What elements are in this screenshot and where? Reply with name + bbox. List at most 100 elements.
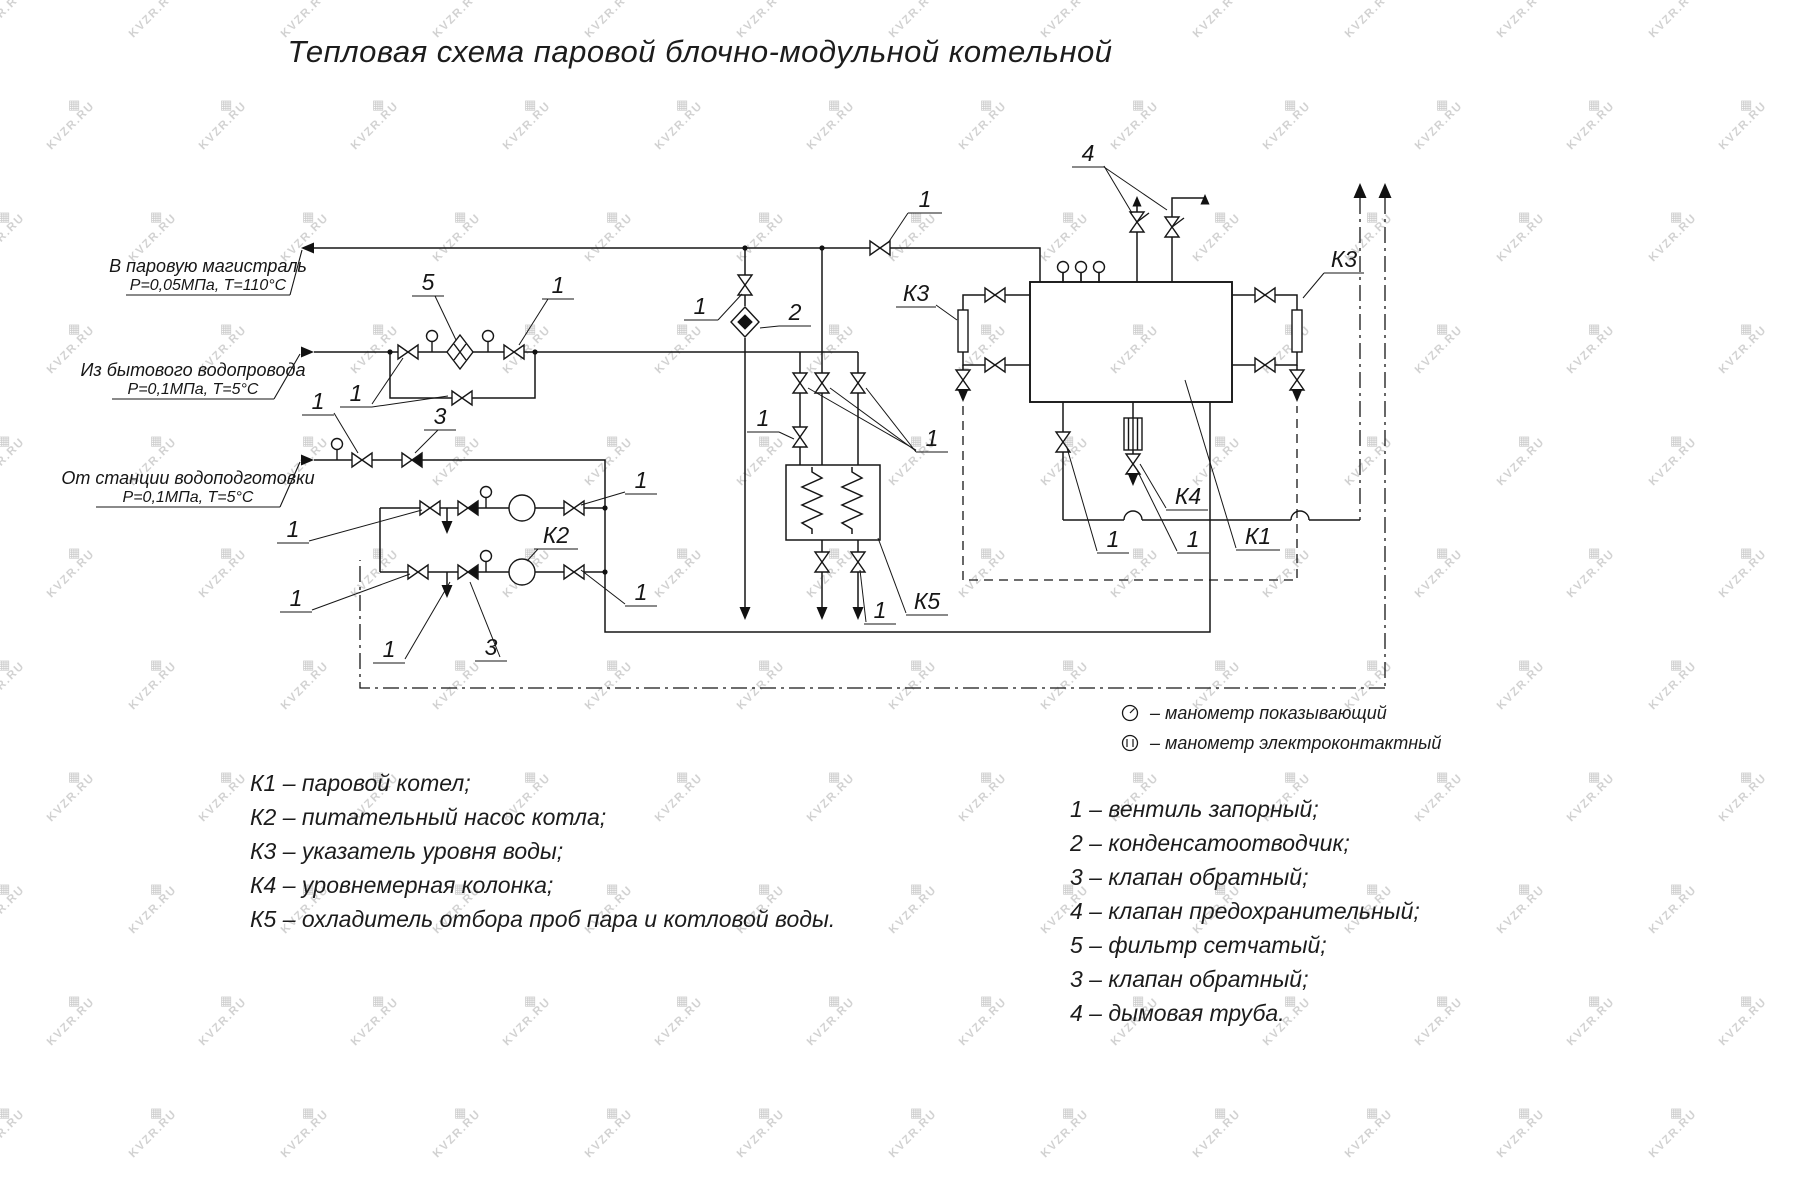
valve-icon <box>419 500 441 516</box>
safety-valve-icon <box>1164 216 1185 238</box>
valve-icon <box>1289 369 1305 391</box>
coil <box>840 467 864 534</box>
gauge-legend-row: – манометр показывающий <box>1120 698 1441 728</box>
valve-icon <box>503 344 525 360</box>
electrocontact-gauge-icon <box>1121 734 1139 752</box>
junction-dot <box>386 348 394 356</box>
callout: 1 <box>277 509 423 544</box>
pump-icon <box>508 558 536 586</box>
callout: К1 <box>1184 379 1280 551</box>
svg-text:1: 1 <box>757 405 770 431</box>
valve-icon <box>563 500 585 516</box>
valve-icon <box>850 551 866 573</box>
pressure-gauge-icon <box>479 549 493 573</box>
drain-arrow-icon <box>738 606 752 621</box>
svg-text:1: 1 <box>1107 526 1120 552</box>
junction-dot <box>601 568 609 576</box>
svg-text:К4: К4 <box>1175 483 1201 509</box>
svg-text:1: 1 <box>552 272 565 298</box>
vent-arrow-icon <box>1131 195 1143 207</box>
valve-icon <box>984 357 1006 373</box>
gauge-legend-text: – манометр показывающий <box>1150 702 1387 723</box>
fittings-legend: 1 – вентиль запорный; 2 – конденсатоотво… <box>1070 792 1420 1030</box>
pressure-gauge-icon <box>481 329 495 353</box>
svg-text:2: 2 <box>788 299 802 325</box>
safety-valve-icon <box>1129 211 1150 233</box>
household-water-line <box>300 329 858 406</box>
pressure-gauge-icon <box>479 485 493 509</box>
svg-text:К3: К3 <box>903 280 930 306</box>
svg-text:1: 1 <box>694 293 707 319</box>
svg-text:1: 1 <box>926 425 939 451</box>
pressure-gauge-icon <box>425 329 439 353</box>
svg-text:1: 1 <box>312 388 325 414</box>
level-column-icon <box>1123 417 1143 451</box>
drain-arrow-icon <box>1126 472 1140 487</box>
pressure-gauge-icon <box>1056 260 1070 284</box>
svg-text:5: 5 <box>422 269 435 295</box>
blowdown-line <box>1055 402 1360 521</box>
flow-arrow-icon <box>300 241 315 255</box>
callout: 1 <box>1136 469 1209 554</box>
drawing-title: Тепловая схема паровой блочно-модульной … <box>287 34 1113 69</box>
feedwater-pump-group <box>300 402 1211 633</box>
steam-main-line <box>300 240 1041 282</box>
valve-icon <box>351 452 373 468</box>
valve-icon <box>984 287 1006 303</box>
legend-item: 4 – дымовая труба. <box>1070 1000 1285 1026</box>
callout: К3 <box>896 280 958 321</box>
flue-arrow-icon <box>1352 182 1368 199</box>
level-gauge-k3-left <box>955 287 1030 403</box>
level-column-k4 <box>1123 402 1143 487</box>
flow-arrow-icon <box>300 345 315 359</box>
legend-item: 2 – конденсатоотводчик; <box>1070 830 1350 856</box>
drain-arrow-icon <box>956 388 970 403</box>
svg-text:1: 1 <box>635 467 648 493</box>
svg-text:1: 1 <box>919 186 932 212</box>
svg-text:1: 1 <box>350 380 363 406</box>
vent-arrow-icon <box>1199 193 1211 205</box>
gauge-legend-row: – манометр электроконтактный <box>1120 728 1441 758</box>
svg-text:Р=0,1МПа, Т=5°С: Р=0,1МПа, Т=5°С <box>123 489 254 506</box>
callout: 1 <box>340 357 449 408</box>
callout: 5 <box>412 269 457 341</box>
legend-item: К3 – указатель уровня воды; <box>250 838 564 864</box>
pump-icon <box>508 494 536 522</box>
svg-text:1: 1 <box>874 597 887 623</box>
legend-item: К1 – паровой котел; <box>250 770 471 796</box>
callout: 1 <box>280 573 411 613</box>
legend-item: К4 – уровнемерная колонка; <box>250 872 554 898</box>
svg-text:3: 3 <box>434 403 447 429</box>
flue-arrow-icon <box>1377 182 1393 199</box>
svg-text:Р=0,05МПа, Т=110°С: Р=0,05МПа, Т=110°С <box>130 277 287 294</box>
svg-text:1: 1 <box>383 636 396 662</box>
callout: 4 <box>1072 140 1168 214</box>
callout: 3 <box>469 581 507 662</box>
valve-icon <box>792 372 808 394</box>
pressure-gauge-icon <box>1074 260 1088 284</box>
callout: 1 <box>887 186 942 244</box>
svg-text:Р=0,1МПа, Т=5°С: Р=0,1МПа, Т=5°С <box>128 381 259 398</box>
svg-text:3: 3 <box>485 634 498 660</box>
junction-dot <box>601 504 609 512</box>
valve-icon <box>737 274 753 296</box>
check-valve-icon <box>457 500 479 516</box>
pressure-gauge-icon <box>1092 260 1106 284</box>
flow-arrow-icon <box>300 453 315 467</box>
steam-outlet-label: В паровую магистраль Р=0,05МПа, Т=110°С <box>109 249 307 296</box>
svg-text:1: 1 <box>1187 526 1200 552</box>
valve-icon <box>563 564 585 580</box>
callout: 1 <box>859 569 896 625</box>
strainer-filter-icon <box>446 334 474 370</box>
svg-text:1: 1 <box>290 585 303 611</box>
pipe-hop <box>1290 510 1310 521</box>
valve-icon <box>814 372 830 394</box>
valve-icon <box>955 369 971 391</box>
callout: К4 <box>1139 463 1208 511</box>
valve-icon <box>814 551 830 573</box>
callout: 1 <box>807 387 948 453</box>
drain-arrow-icon <box>851 606 865 621</box>
indicating-gauge-icon <box>1121 704 1139 722</box>
callout: 2 <box>759 299 811 329</box>
legend-item: К5 – охладитель отбора проб пара и котло… <box>250 906 836 932</box>
